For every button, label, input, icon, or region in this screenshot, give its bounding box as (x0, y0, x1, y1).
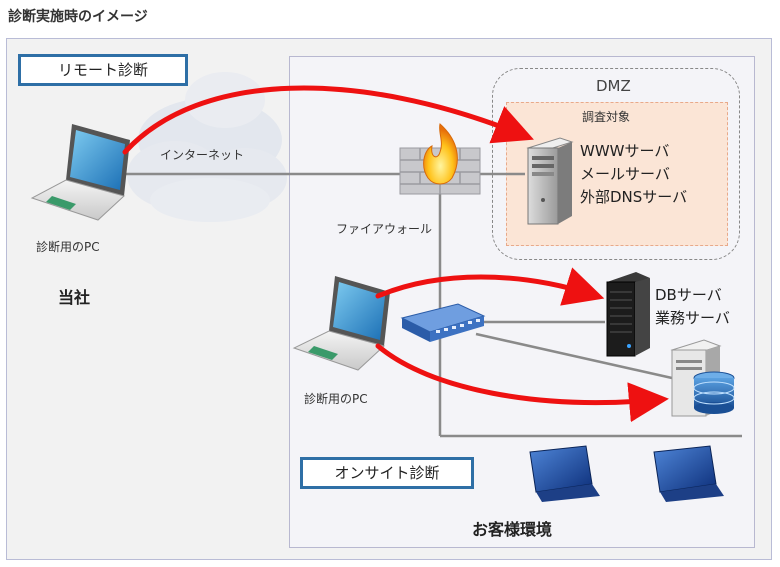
remote-diagnosis-arrow (122, 85, 534, 155)
inspection-target-label: 調査対象 (582, 110, 631, 124)
page-title: 診断実施時のイメージ (8, 9, 148, 25)
firewall-icon (399, 123, 481, 195)
dmz-server-icon (526, 137, 574, 225)
dmz-label: DMZ (596, 77, 631, 95)
remote-pc-label: 診断用のPC (36, 240, 100, 254)
network-switch-icon (400, 303, 486, 342)
business-server-label: 業務サーバ (655, 309, 730, 327)
onsite-diagnosis-arrow-db (375, 267, 605, 306)
onsite-pc-label: 診断用のPC (304, 392, 368, 406)
remote-diagnosis-tag: リモート診断 (18, 54, 188, 86)
dmz-zone (492, 68, 740, 260)
onsite-diagnosis-arrow-business (375, 343, 669, 423)
client-laptop-icon (653, 445, 724, 502)
firewall-label: ファイアウォール (336, 222, 433, 236)
mail-server-label: メールサーバ (580, 165, 670, 183)
remote-pc-laptop-icon (30, 124, 130, 221)
customer-environment-label: お客様環境 (472, 520, 553, 539)
www-server-label: WWWサーバ (580, 142, 670, 160)
diagnosis-arrows (122, 85, 669, 423)
onsite-diagnosis-tag: オンサイト診断 (300, 457, 474, 489)
internet-label: インターネット (160, 148, 245, 162)
onsite-pc-laptop-icon (292, 276, 390, 371)
db-server-icon (606, 272, 650, 357)
client-laptop-icon (529, 445, 600, 502)
dns-server-label: 外部DNSサーバ (580, 188, 688, 206)
internal-server-list: DBサーバ 業務サーバ (655, 284, 730, 330)
business-server-icon (670, 339, 735, 417)
company-label: 当社 (58, 288, 91, 307)
db-server-label: DBサーバ (655, 286, 722, 304)
internet-cloud-icon (127, 72, 287, 222)
dmz-server-list: WWWサーバ メールサーバ 外部DNSサーバ (580, 140, 687, 209)
